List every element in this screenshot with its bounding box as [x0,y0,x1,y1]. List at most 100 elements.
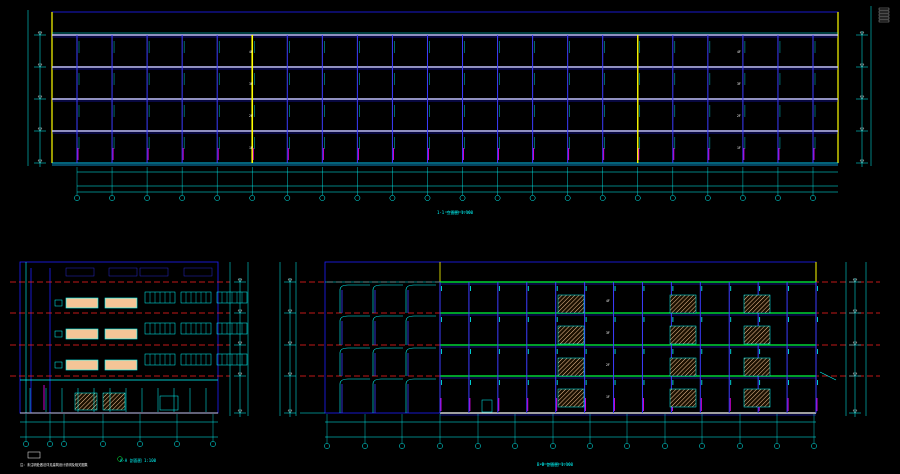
room-tag: 3F [606,331,610,335]
title-mark [878,10,890,14]
axis-bubble [774,443,780,449]
room-tag: 3F [249,82,253,86]
window-panel [104,359,138,371]
axis-bubble [179,195,185,201]
axis-bubble [437,443,443,449]
axis-bubble [47,441,53,447]
door-hatch [102,392,126,411]
room-tag: 2F [249,114,253,118]
axis-bubble [144,195,150,201]
axis-bubble [174,441,180,447]
room-tag: 1F [737,146,741,150]
axis-bubble [399,443,405,449]
axis-bubble [775,195,781,201]
axis-bubble [624,443,630,449]
axis-bubble [324,443,330,449]
window-panel [65,328,99,340]
top-elevation-caption: 1-1 立面图 1:100 [437,209,474,215]
axis-bubble [529,195,536,201]
axis-bubble [740,195,746,201]
axis-bubble [512,443,518,449]
axis-bubble [61,441,67,447]
hatched-opening [669,294,697,314]
axis-bubble [109,195,115,201]
axis-bubble [550,443,556,449]
room-tag: 2F [606,363,610,367]
axis-bubble [137,441,143,447]
door-hatch [74,392,98,411]
vault-frame [339,284,370,313]
vault-frame [405,284,436,313]
hatched-opening [557,325,585,345]
axis-bubble [737,443,743,449]
hatched-opening [557,388,585,408]
axis-bubble [210,441,216,447]
hatched-opening [669,325,697,345]
hatched-opening [557,294,585,314]
roof-tag [139,267,169,277]
room-tag: 4F [737,50,741,54]
axis-bubble [475,443,481,449]
vault-frame [405,378,436,413]
vault-frame [405,347,436,376]
legend-note: 注: 未注明处做法详见建筑设计说明及相关图集 [20,462,88,467]
vault-frame [372,315,403,345]
entry-door [159,395,179,411]
axis-bubble [662,443,668,449]
axis-bubble [424,195,431,201]
axis-bubble [494,195,501,201]
window-panel [65,359,99,371]
room-tag: 4F [249,50,253,54]
legend-box [27,451,41,459]
top-elevation: 4F 4F 3F 3F 2F 2F 1F 1F [27,6,890,213]
axis-bubble [587,443,593,449]
vault-frame [372,378,403,413]
entry-door [481,399,493,413]
roof-tag [183,267,213,277]
room-tag: 4F [606,299,610,303]
roof-tag [108,267,138,277]
title-mark [878,7,890,11]
axis-bubble [389,195,396,201]
vault-frame [372,347,403,376]
bottom-right-section-caption: B-B 剖面图 1:100 [537,461,574,467]
bottom-right-section: 4F 3F 2F 1F [300,261,880,465]
title-mark [878,19,890,23]
axis-bubble [100,441,106,447]
stair-window [54,299,63,307]
title-mark [878,13,890,17]
hatched-opening [743,294,771,314]
hatched-opening [669,388,697,408]
axis-bubble [669,195,676,201]
hatched-opening [743,388,771,408]
axis-bubble [362,443,368,449]
room-tag: 3F [737,82,741,86]
vault-frame [339,315,370,345]
hatched-opening [743,357,771,377]
side-elevation [10,261,297,462]
side-elevation-caption: A-A 剖面图 1:100 [120,457,157,463]
hatched-opening [743,325,771,345]
axis-bubble [74,195,80,201]
roof-tag [65,267,95,277]
window-panel [104,297,138,309]
axis-bubble [23,441,29,447]
window-panel [104,328,138,340]
hatched-opening [669,357,697,377]
axis-bubble [214,195,221,201]
vault-frame [372,284,403,313]
axis-bubble [705,195,711,201]
axis-bubble [699,443,705,449]
room-tag: 1F [249,146,253,150]
room-tag: 1F [606,395,610,399]
stair-window [54,361,63,369]
axis-bubble [811,443,817,449]
stair-window [54,330,63,338]
axis-bubble [564,195,571,201]
vault-frame [405,315,436,345]
axis-bubble [459,195,466,201]
vault-frame [339,378,370,413]
axis-bubble [249,195,256,201]
room-tag: 2F [737,114,741,118]
